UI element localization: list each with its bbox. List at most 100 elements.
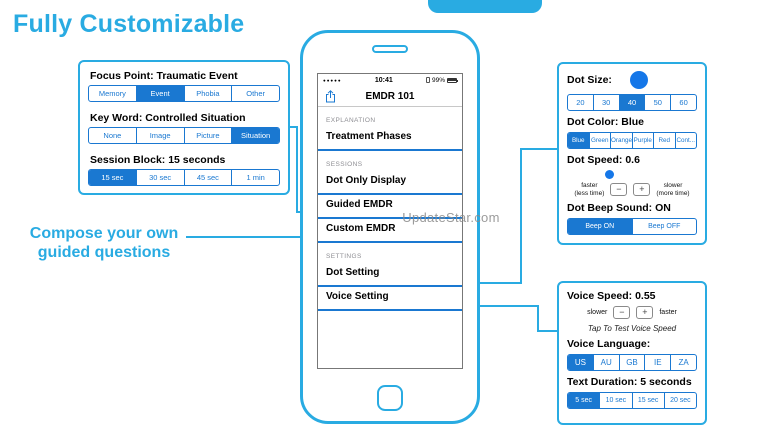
voice-speed-decrease-button[interactable]: − (613, 306, 631, 319)
section-label-settings: SETTINGS (326, 253, 362, 260)
dot-color-heading: Dot Color: Blue (567, 116, 644, 128)
caption-line-1: Compose your own (29, 225, 179, 242)
phone-speaker (372, 45, 408, 53)
voice-speed-heading: Voice Speed: 0.55 (567, 290, 656, 302)
dot-speed-decrease-button[interactable]: − (610, 183, 628, 196)
segment-size-20[interactable]: 20 (576, 98, 585, 107)
voice-faster-label: faster (659, 309, 677, 316)
segment-memory[interactable]: Memory (98, 89, 126, 98)
faster-text: faster (581, 182, 598, 189)
segment-30sec[interactable]: 30 sec (135, 170, 184, 185)
segment-situation[interactable]: Situation (231, 128, 279, 143)
section-label-sessions: SESSIONS (326, 161, 363, 168)
menu-item-treatment-phases[interactable]: Treatment Phases (318, 127, 462, 151)
connector-line (186, 236, 300, 238)
key-word-heading: Key Word: Controlled Situation (90, 112, 246, 124)
segment-beep-on[interactable]: Beep ON (568, 219, 632, 234)
nav-bar: EMDR 101 (318, 86, 462, 107)
focus-point-heading: Focus Point: Traumatic Event (90, 70, 238, 82)
dot-settings-panel: Dot Size: 20 30 40 50 60 Dot Color: Blue… (557, 62, 707, 245)
segment-color-cont[interactable]: Cont... (674, 133, 697, 148)
phone-screen: ●●●●● 10:41 99% EMDR 101 EXP (317, 73, 463, 369)
share-icon[interactable] (325, 90, 336, 108)
menu-item-voice-setting[interactable]: Voice Setting (318, 287, 462, 311)
segment-15sec[interactable]: 15 sec (89, 170, 136, 185)
page-title: Fully Customizable (13, 10, 245, 38)
session-block-segmented: 15 sec 30 sec 45 sec 1 min (88, 169, 280, 186)
segment-size-50[interactable]: 50 (644, 95, 670, 110)
session-block-heading: Session Block: 15 seconds (90, 154, 226, 166)
segment-none[interactable]: None (103, 131, 122, 140)
connector-line (520, 148, 522, 284)
segment-lang-za[interactable]: ZA (670, 355, 696, 370)
segment-lang-gb[interactable]: GB (618, 355, 645, 370)
segment-color-purple[interactable]: Purple (631, 133, 654, 148)
home-button[interactable] (377, 385, 403, 411)
battery-percentage: 99% (431, 76, 445, 84)
dot-size-heading: Dot Size: (567, 74, 612, 86)
segment-phobia[interactable]: Phobia (183, 86, 232, 101)
decorative-bar (428, 0, 542, 13)
dot-size-row: Dot Size: (567, 71, 697, 89)
menu-item-guided-emdr[interactable]: Guided EMDR (318, 195, 462, 219)
connector-line (537, 330, 559, 332)
signal-strength-icon: ●●●●● (323, 77, 342, 83)
voice-speed-increase-button[interactable]: + (636, 306, 654, 319)
segment-other[interactable]: Other (231, 86, 279, 101)
key-word-segmented: None Image Picture Situation (88, 127, 280, 144)
dot-speed-increase-button[interactable]: + (633, 183, 651, 196)
dot-speed-heading: Dot Speed: 0.6 (567, 154, 640, 166)
connector-line (290, 126, 298, 128)
faster-subtext: (less time) (574, 189, 605, 197)
connector-line (537, 305, 539, 332)
connector-line (520, 148, 557, 150)
battery-status: 99% (425, 76, 459, 84)
slower-subtext: (more time) (656, 189, 690, 197)
voice-test-hint[interactable]: Tap To Test Voice Speed (587, 324, 677, 333)
voice-language-segmented: US AU GB IE ZA (567, 354, 697, 371)
segment-color-orange[interactable]: Orange (610, 133, 632, 148)
voice-language-heading: Voice Language: (567, 338, 651, 350)
segment-size-30[interactable]: 30 (592, 95, 619, 110)
section-label-explanation: EXPLANATION (326, 117, 376, 124)
segment-color-red[interactable]: Red (653, 133, 675, 148)
segment-color-green[interactable]: Green (588, 133, 611, 148)
dot-beep-heading: Dot Beep Sound: ON (567, 202, 671, 214)
caption-line-2: guided questions (37, 244, 171, 261)
segment-size-60[interactable]: 60 (670, 95, 696, 110)
text-duration-segmented: 5 sec 10 sec 15 sec 20 sec (567, 392, 697, 409)
segment-duration-10sec[interactable]: 10 sec (599, 393, 631, 408)
segment-lang-au[interactable]: AU (592, 355, 619, 370)
segment-picture[interactable]: Picture (183, 128, 232, 143)
segment-lang-us[interactable]: US (568, 355, 593, 370)
dot-beep-segmented: Beep ON Beep OFF (567, 218, 697, 235)
menu-item-dot-only-display[interactable]: Dot Only Display (318, 171, 462, 195)
segment-lang-ie[interactable]: IE (644, 355, 670, 370)
focus-point-segmented: Memory Event Phobia Other (88, 85, 280, 102)
menu-item-dot-setting[interactable]: Dot Setting (318, 263, 462, 287)
slower-text: slower (663, 182, 683, 189)
segment-1min[interactable]: 1 min (231, 170, 279, 185)
connector-line (462, 305, 539, 307)
segment-event[interactable]: Event (135, 86, 184, 101)
segment-size-40[interactable]: 40 (618, 95, 645, 110)
guided-questions-panel: Focus Point: Traumatic Event Memory Even… (78, 60, 290, 195)
segment-duration-20sec[interactable]: 20 sec (663, 393, 696, 408)
voice-settings-panel: Voice Speed: 0.55 slower − + faster Tap … (557, 281, 707, 425)
menu-item-custom-emdr[interactable]: Custom EMDR (318, 219, 462, 243)
dot-speed-slider-thumb[interactable] (605, 170, 614, 179)
segment-beep-off[interactable]: Beep OFF (631, 219, 697, 234)
segment-image[interactable]: Image (135, 128, 184, 143)
caption-text: Compose your own guided questions (18, 224, 190, 262)
segment-45sec[interactable]: 45 sec (183, 170, 232, 185)
slower-label: slower (more time) (656, 182, 689, 197)
segment-duration-15sec[interactable]: 15 sec (631, 393, 664, 408)
bluetooth-icon (425, 77, 430, 83)
segment-duration-5sec[interactable]: 5 sec (568, 393, 600, 408)
status-time: 10:41 (374, 76, 393, 84)
screen-title: EMDR 101 (365, 90, 415, 102)
faster-label: faster (less time) (574, 182, 604, 197)
segment-color-blue[interactable]: Blue (568, 133, 589, 148)
text-duration-heading: Text Duration: 5 seconds (567, 376, 692, 388)
connector-line (462, 282, 522, 284)
